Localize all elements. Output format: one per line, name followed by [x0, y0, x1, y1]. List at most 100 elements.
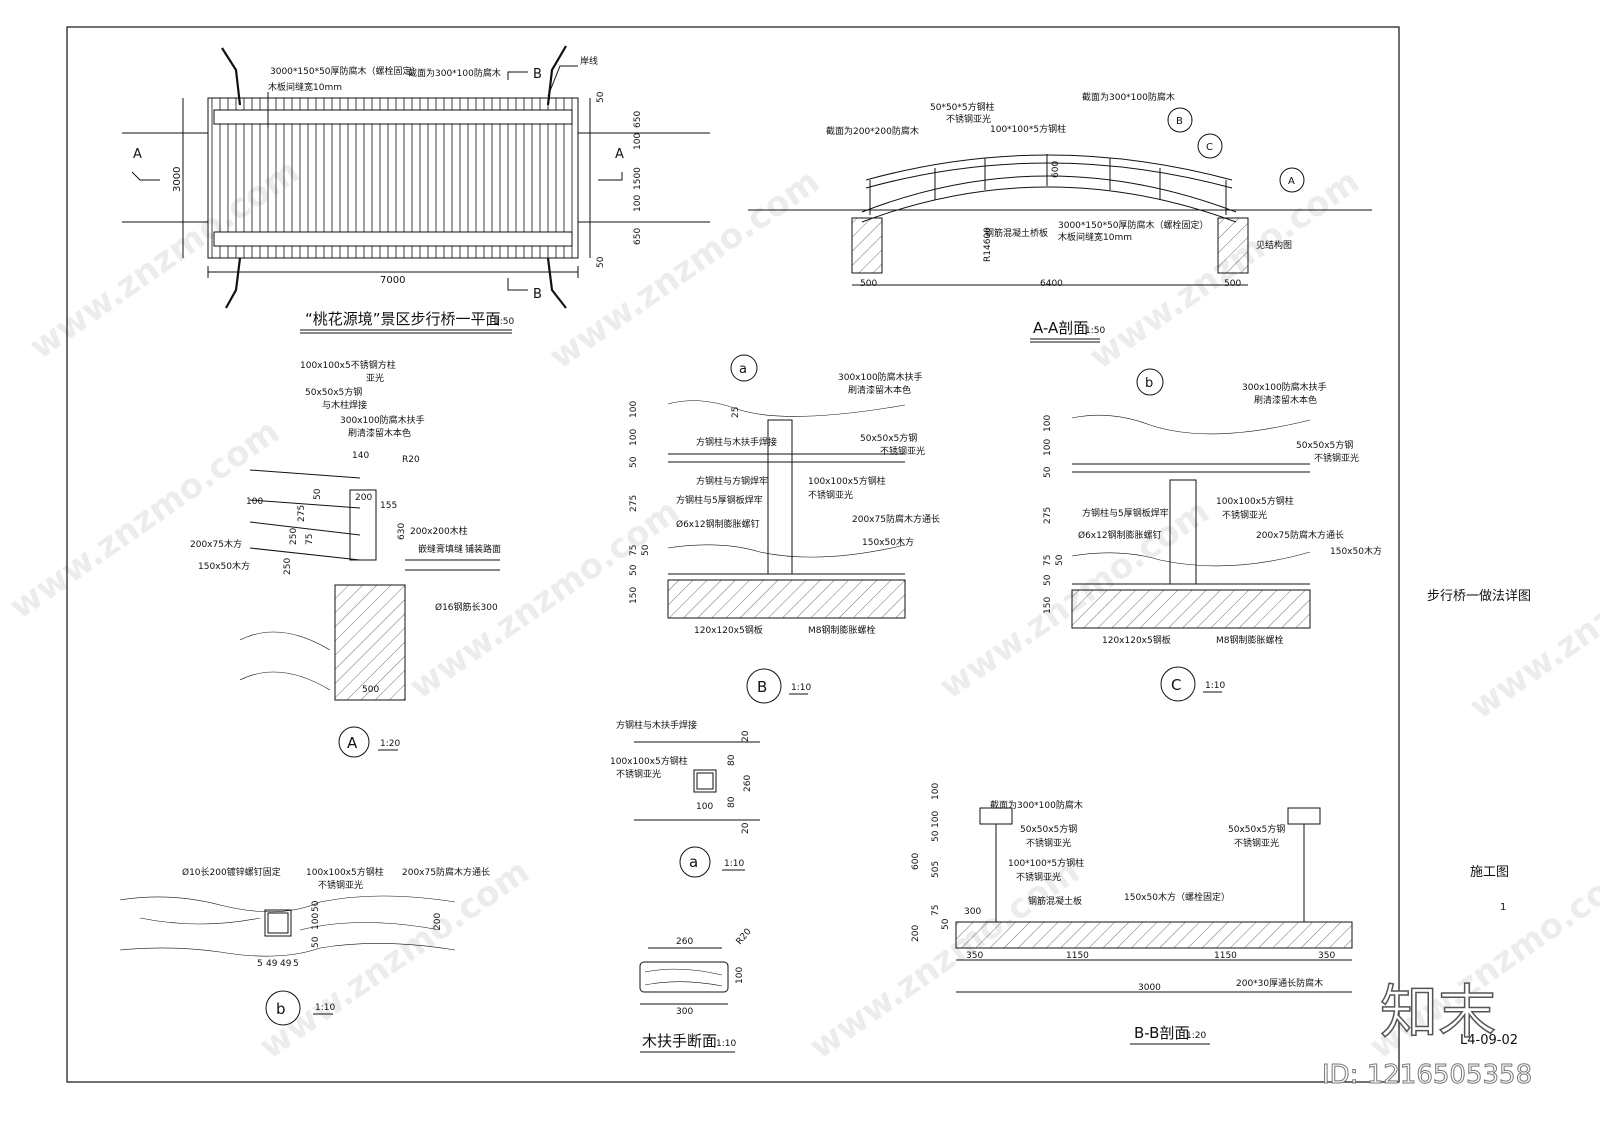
section-aa: 500 6400 500 600 R14600 截面为200*200防腐木 50…	[748, 91, 1372, 343]
svg-text:250: 250	[289, 528, 299, 545]
svg-text:600: 600	[911, 853, 921, 870]
svg-text:200: 200	[911, 925, 921, 942]
aa-dims-bottom: 500 6400 500	[860, 279, 1241, 289]
svg-text:50x50x5方钢: 50x50x5方钢	[860, 432, 917, 444]
sheet-border	[66, 26, 1400, 1083]
aa-callout-a: A	[1288, 176, 1295, 187]
svg-text:350: 350	[1318, 951, 1335, 961]
detail-b-notes: 300x100防腐木扶手 刷清漆留木本色 方钢柱与木扶手焊接 50x50x5方钢…	[676, 371, 940, 636]
svg-text:不锈钢亚光: 不锈钢亚光	[318, 879, 363, 891]
handrail-dim-300: 300	[676, 1007, 693, 1017]
svg-text:50: 50	[311, 936, 321, 948]
svg-text:300x100防腐木扶手: 300x100防腐木扶手	[838, 371, 923, 383]
svg-text:M8钢制膨胀螺栓: M8钢制膨胀螺栓	[808, 624, 876, 636]
aa-title: A-A剖面	[1033, 319, 1088, 337]
watermark-site: www.znzmo.com	[402, 491, 687, 707]
svg-text:150x50木方: 150x50木方	[198, 560, 250, 572]
detail-c-dims: 100 100 50 275 75 50 50 150	[1043, 415, 1065, 614]
svg-text:1150: 1150	[1214, 951, 1237, 961]
bb-title: B-B剖面	[1134, 1024, 1189, 1042]
svg-text:50x50x5方钢: 50x50x5方钢	[1296, 439, 1353, 451]
svg-text:1150: 1150	[1066, 951, 1089, 961]
detail-a-small-label: a	[689, 853, 698, 871]
svg-text:50: 50	[941, 918, 951, 930]
svg-text:500: 500	[860, 279, 877, 289]
svg-text:155: 155	[380, 501, 397, 511]
svg-text:80: 80	[727, 796, 737, 808]
svg-text:铺装路面: 铺装路面	[465, 543, 501, 555]
detail-a-scale: 1:20	[380, 739, 400, 749]
aa-note-slab: 钢筋混凝土桥板	[985, 227, 1048, 239]
bb-dim-300: 300	[964, 907, 981, 917]
svg-text:500: 500	[362, 685, 379, 695]
bb-dims-left: 100 50 100 505 600 75 50 200	[911, 783, 951, 942]
svg-text:260: 260	[743, 775, 753, 792]
svg-text:150x50木方: 150x50木方	[1330, 545, 1382, 557]
svg-text:100x100x5方钢柱: 100x100x5方钢柱	[808, 475, 886, 487]
detail-a-label: A	[347, 734, 358, 752]
plan-mark-a-right: A	[615, 147, 624, 162]
drawing-code: L4-09-02	[1460, 1033, 1518, 1048]
svg-text:M8钢制膨胀螺栓: M8钢制膨胀螺栓	[1216, 634, 1284, 646]
handrail-scale: 1:10	[716, 1039, 736, 1049]
svg-text:50: 50	[1043, 574, 1053, 586]
watermark-site: www.znzmo.com	[2, 411, 287, 627]
detail-c-callout: b	[1145, 376, 1153, 391]
detail-b-callout: a	[739, 362, 747, 377]
brand-id: ID: 1216505358	[1322, 1060, 1532, 1090]
plan-mark-b-bottom: B	[533, 287, 542, 302]
bb-dim-total: 3000	[1138, 983, 1161, 993]
svg-text:100: 100	[931, 783, 941, 800]
detail-c-label: C	[1171, 676, 1181, 694]
aa-dim-rail: 600	[1051, 161, 1061, 178]
handrail-dim-100: 100	[735, 967, 745, 984]
detail-b-scale: 1:10	[791, 683, 811, 693]
svg-text:100: 100	[246, 497, 263, 507]
bb-note-slab: 钢筋混凝土板	[1028, 895, 1082, 907]
detail-b-label: B	[757, 678, 767, 696]
svg-text:100: 100	[629, 429, 639, 446]
svg-text:630: 630	[397, 523, 407, 540]
svg-text:50: 50	[629, 456, 639, 468]
bb-note-top: 截面为300*100防腐木	[990, 799, 1083, 811]
svg-text:120x120x5钢板: 120x120x5钢板	[1102, 634, 1171, 646]
svg-text:75: 75	[629, 545, 639, 556]
svg-text:50: 50	[311, 900, 321, 912]
svg-text:100: 100	[633, 133, 643, 150]
plan-note-board: 3000*150*50厚防腐木（螺栓固定）	[270, 65, 421, 77]
svg-text:与木柱焊接: 与木柱焊接	[322, 399, 367, 411]
svg-text:200x75木方: 200x75木方	[190, 538, 242, 550]
detail-b-small-dims: 5 49 49 5 50 100 50 200	[257, 900, 443, 969]
detail-b-small-scale: 1:10	[315, 1003, 335, 1013]
svg-text:100: 100	[696, 802, 713, 812]
plan-dim-height: 3000	[172, 167, 183, 192]
svg-text:Ø16钢筋长300: Ø16钢筋长300	[435, 601, 498, 613]
aa-note-stainless: 不锈钢亚光	[946, 113, 991, 125]
svg-text:方钢柱与木扶手焊接: 方钢柱与木扶手焊接	[696, 436, 777, 448]
section-bb: 截面为300*100防腐木 50x50x5方钢 不锈钢亚光 100*100*5方…	[911, 783, 1353, 1045]
svg-text:20: 20	[741, 730, 751, 742]
aa-note-radius: R14600	[983, 227, 993, 262]
aa-note-struct: 见结构图	[1256, 239, 1292, 251]
plan-mark-a-left: A	[133, 147, 142, 162]
svg-text:方钢柱与方钢焊牢: 方钢柱与方钢焊牢	[696, 475, 768, 487]
svg-text:75: 75	[1043, 555, 1053, 566]
svg-text:50: 50	[1043, 466, 1053, 478]
handrail-section: 260 R20 100 300 木扶手断面 1:10	[639, 927, 754, 1053]
svg-text:5: 5	[257, 959, 263, 969]
svg-text:50: 50	[641, 544, 651, 556]
brand-watermark: 知末 ID: 1216505358	[1322, 977, 1533, 1090]
svg-text:100: 100	[1043, 439, 1053, 456]
aa-scale: 1:50	[1085, 326, 1105, 336]
svg-text:50: 50	[1055, 554, 1065, 566]
svg-text:75: 75	[305, 534, 315, 545]
svg-text:不锈钢亚光: 不锈钢亚光	[1314, 452, 1359, 464]
svg-text:方钢柱与5厚钢板焊牢: 方钢柱与5厚钢板焊牢	[676, 494, 763, 506]
title-block: 步行桥一做法详图 施工图 1 L4-09-02	[1427, 589, 1531, 1048]
svg-text:50: 50	[931, 830, 941, 842]
svg-text:100x100x5方钢柱: 100x100x5方钢柱	[1216, 495, 1294, 507]
svg-text:方钢柱与木扶手焊接: 方钢柱与木扶手焊接	[616, 719, 697, 731]
svg-text:650: 650	[633, 228, 643, 245]
svg-text:5: 5	[293, 959, 299, 969]
